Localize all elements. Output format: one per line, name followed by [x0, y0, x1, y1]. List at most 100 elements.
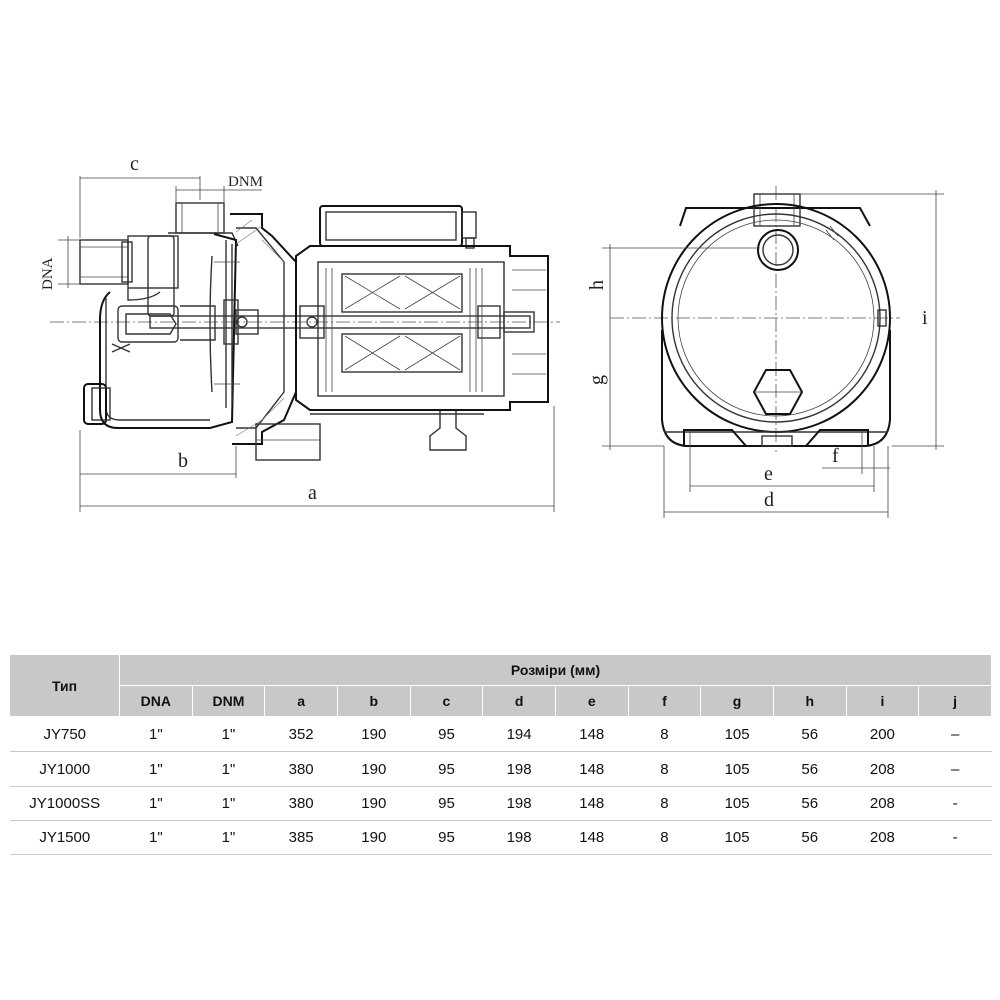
front-view-dimensions: h g i e f d	[586, 190, 944, 518]
dimension-cell: 56	[773, 751, 847, 787]
dimension-cell: 380	[264, 786, 338, 821]
dimension-cell: 8	[628, 820, 701, 855]
dimension-cell: 105	[700, 751, 774, 787]
model-type-cell: JY1500	[10, 820, 120, 855]
dimension-cell: 56	[773, 786, 847, 821]
pump-technical-drawing: c DNM DNA b a	[40, 153, 944, 518]
dimension-cell: 352	[264, 716, 338, 752]
dimension-cell: 198	[482, 820, 556, 855]
dimension-cell: 194	[482, 716, 556, 752]
column-header: DNM	[192, 685, 266, 717]
dim-label-h: h	[586, 280, 608, 290]
dim-label-i: i	[922, 307, 928, 329]
dimension-cell: 95	[410, 786, 483, 821]
column-header: f	[628, 685, 702, 717]
dimension-cell: 105	[700, 716, 774, 752]
dimension-cell: 208	[846, 751, 919, 787]
model-type-cell: JY1000	[10, 751, 120, 787]
dimension-cell: 385	[264, 820, 338, 855]
front-motor-body	[661, 203, 891, 447]
dimension-cell: 148	[555, 751, 629, 787]
column-header: e	[555, 685, 629, 717]
front-view: h g i e f d	[586, 186, 944, 518]
dimension-cell: 1"	[192, 751, 265, 787]
dimension-cell: 1"	[119, 786, 193, 821]
impeller	[209, 240, 240, 408]
dimension-cell: 105	[700, 786, 774, 821]
dim-label-e: e	[764, 463, 773, 485]
dimension-cell: 190	[337, 820, 411, 855]
seal-housing	[230, 213, 321, 461]
dimension-cell: 1"	[192, 820, 265, 855]
dimension-cell: 198	[482, 751, 556, 787]
dimension-cell: 1"	[119, 820, 193, 855]
dimension-cell: 8	[628, 716, 701, 752]
dimension-cell: 8	[628, 751, 701, 787]
dim-label-g: g	[586, 375, 608, 385]
model-type-cell: JY1000SS	[10, 786, 120, 821]
dim-label-d: d	[764, 489, 774, 511]
dimension-cell: –	[918, 751, 992, 787]
side-view-dimensions: c DNM DNA b a	[40, 153, 555, 512]
column-header: DNA	[119, 685, 193, 717]
dimension-cell: 95	[410, 820, 483, 855]
column-header: g	[700, 685, 774, 717]
column-header-row: DNA DNM a b c d e f g h i j	[10, 685, 992, 717]
column-header: b	[337, 685, 411, 717]
dimension-cell: 1"	[192, 716, 265, 752]
dimension-cell: 8	[628, 786, 701, 821]
dimension-cell: -	[918, 820, 992, 855]
dimension-cell: 95	[410, 716, 483, 752]
dimension-cell: 380	[264, 751, 338, 787]
dim-label-f: f	[832, 445, 839, 467]
column-header: c	[410, 685, 484, 717]
dimension-cell: 190	[337, 751, 411, 787]
model-type-cell: JY750	[10, 716, 120, 752]
dimension-cell: 1"	[119, 716, 193, 752]
pump-casing	[83, 233, 238, 429]
dim-label-a: a	[308, 482, 317, 504]
dimensions-table: Тип Розміри (мм) DNA DNM a b c d e f g h…	[10, 655, 992, 855]
column-header: j	[918, 685, 992, 717]
suction-inlet	[79, 235, 179, 317]
motor-housing	[295, 205, 549, 451]
dimension-cell: 198	[482, 786, 556, 821]
dimension-cell: 56	[773, 820, 847, 855]
dimension-cell: 1"	[192, 786, 265, 821]
front-feet	[683, 429, 869, 447]
dimension-cell: 148	[555, 820, 629, 855]
dimension-cell: -	[918, 786, 992, 821]
dim-label-dnm: DNM	[228, 174, 263, 190]
side-view: c DNM DNA b a	[40, 153, 560, 512]
dimension-cell: 208	[846, 786, 919, 821]
dimension-cell: 148	[555, 786, 629, 821]
front-inlet-nut	[752, 369, 804, 415]
dimension-cell: –	[918, 716, 992, 752]
column-header: i	[846, 685, 920, 717]
front-outlet-port	[757, 229, 799, 271]
dimension-cell: 56	[773, 716, 847, 752]
column-header: h	[773, 685, 847, 717]
dimension-cell: 95	[410, 751, 483, 787]
dimensions-group-header: Розміри (мм)	[119, 655, 992, 686]
dim-label-dna: DNA	[40, 257, 56, 290]
shaft	[149, 305, 531, 339]
dim-label-c: c	[130, 153, 139, 175]
dimension-cell: 190	[337, 716, 411, 752]
dimension-cell: 208	[846, 820, 919, 855]
type-column-header: Тип	[10, 655, 120, 717]
dimension-cell: 1"	[119, 751, 193, 787]
column-header: d	[482, 685, 556, 717]
dim-label-b: b	[178, 450, 188, 472]
front-terminal-box	[679, 193, 871, 241]
column-header: a	[264, 685, 338, 717]
dimension-cell: 105	[700, 820, 774, 855]
dimension-cell: 148	[555, 716, 629, 752]
dimension-cell: 200	[846, 716, 919, 752]
dimension-cell: 190	[337, 786, 411, 821]
